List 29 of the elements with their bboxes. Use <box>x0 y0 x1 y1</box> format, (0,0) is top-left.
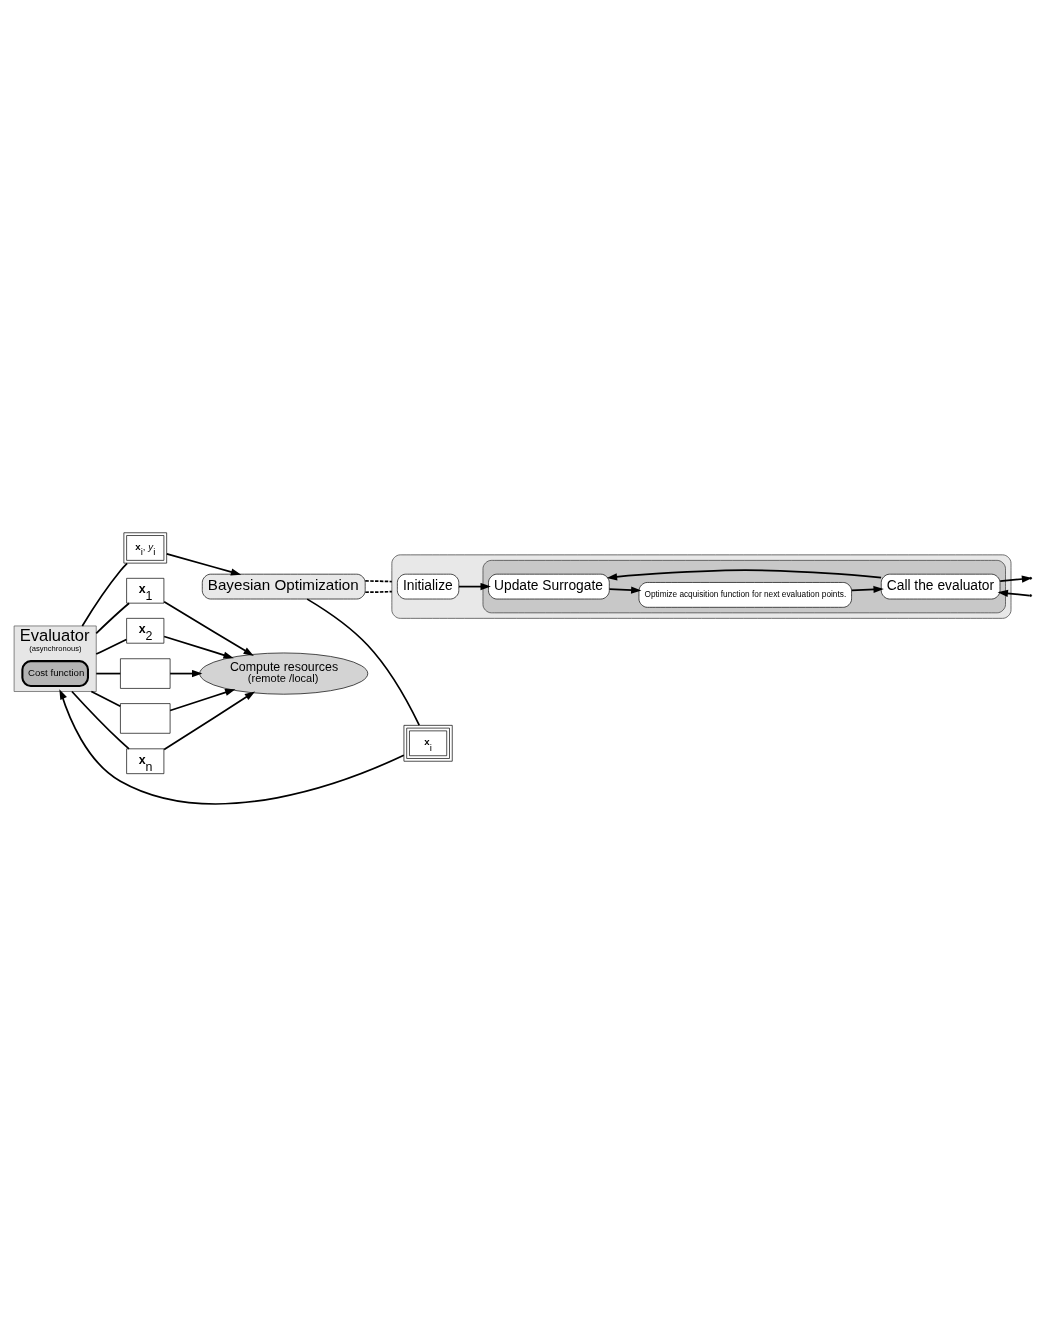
arrow <box>165 552 242 575</box>
arrow <box>163 600 254 656</box>
connector <box>81 562 128 627</box>
arrow <box>608 585 642 594</box>
connector <box>90 690 122 707</box>
node-box: Initialize <box>397 573 460 599</box>
connector <box>364 579 393 582</box>
arrow <box>169 688 236 711</box>
connector <box>95 672 122 674</box>
connector <box>95 638 128 655</box>
connector <box>364 590 393 593</box>
arrow <box>606 568 882 580</box>
arrow <box>997 589 1031 597</box>
connector <box>95 601 130 634</box>
node-box: Call the evaluator <box>880 573 1001 599</box>
arrow <box>59 688 405 805</box>
node-box: Bayesian Optimization <box>201 573 366 599</box>
arrow <box>999 574 1033 583</box>
arrow <box>169 669 203 677</box>
node-box <box>120 657 171 689</box>
node-box: Update Surrogate <box>488 573 610 599</box>
connector <box>71 690 130 750</box>
node-box <box>120 702 171 734</box>
connector <box>306 597 421 726</box>
arrow <box>163 690 256 750</box>
arrow <box>458 582 491 590</box>
arrow <box>850 585 884 593</box>
arrow <box>163 635 234 659</box>
node-box: Cost function <box>21 659 89 687</box>
